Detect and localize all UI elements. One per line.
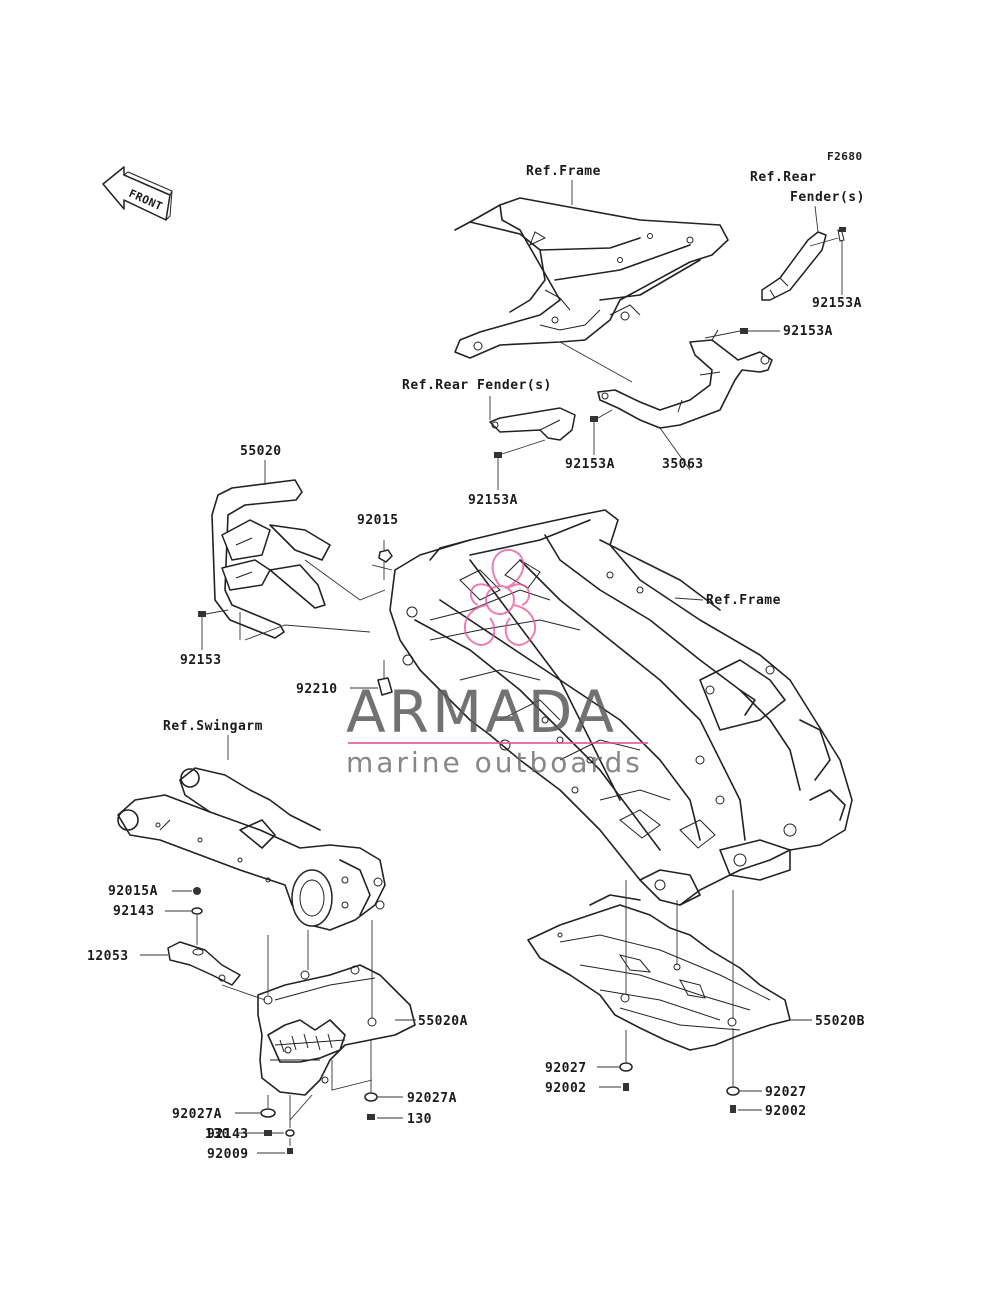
rear-fender-support-35063 (597, 329, 773, 429)
part-55020a: 55020A (418, 1014, 468, 1029)
part-92153: 92153 (180, 653, 222, 668)
washer-92027-left (597, 1030, 633, 1072)
washer-92143-upper (165, 907, 203, 945)
bolt-92153 (198, 609, 229, 650)
part-92143-2-visible: 92143 (207, 1127, 249, 1142)
ref-rear-fender-left-label: Ref.Rear Fender(s) (402, 378, 552, 393)
watermark-title: ARMADA (346, 678, 617, 746)
rear-subframe-upper (454, 197, 729, 359)
part-92027a-1: 92027A (172, 1107, 222, 1122)
armada-watermark-logo (463, 548, 537, 647)
part-92002-1: 92002 (545, 1081, 587, 1096)
part-92153a-4: 92153A (468, 493, 518, 508)
washer-92143-lower (258, 1094, 313, 1137)
bolt-92153a-center (590, 409, 613, 455)
ref-frame-main-label: Ref.Frame (706, 593, 781, 608)
part-55020: 55020 (240, 444, 282, 459)
part-92143-1: 92143 (113, 904, 155, 919)
skid-plate-55020a (257, 964, 416, 1096)
part-92027a-2: 92027A (407, 1091, 457, 1106)
part-92153a-1: 92153A (812, 296, 862, 311)
nut-92015a (172, 887, 201, 895)
ref-rear-fender-right-line1: Ref.Rear (750, 170, 817, 185)
main-frame (389, 509, 853, 906)
diagram-code: F2680 (827, 150, 863, 163)
washer-92027a-left (235, 1095, 276, 1118)
bolt-92153a-lower (494, 439, 546, 490)
part-92015: 92015 (357, 513, 399, 528)
part-92009: 92009 (207, 1147, 249, 1162)
part-92002-2: 92002 (765, 1104, 807, 1119)
watermark-underline (348, 742, 648, 744)
nut-92015 (378, 540, 393, 580)
screw-92009 (257, 1138, 293, 1154)
part-130-2: 130 (407, 1112, 432, 1127)
part-92027-1: 92027 (545, 1061, 587, 1076)
part-92153a-3: 92153A (565, 457, 615, 472)
bolt-130-right (367, 1114, 403, 1120)
bolt-92002-left (599, 1083, 629, 1091)
part-35063: 35063 (662, 457, 704, 472)
bolt-92002-right (730, 1105, 762, 1113)
watermark-subtitle: marine outboards (346, 746, 643, 779)
washer-92027a-right (364, 1040, 403, 1102)
rear-guard-55020 (211, 479, 331, 639)
part-130-1: 130 (205, 1127, 230, 1142)
part-92210: 92210 (296, 682, 338, 697)
skid-plate-55020b (527, 894, 791, 1051)
ref-swingarm-label: Ref.Swingarm (163, 719, 263, 734)
rear-fender-bracket-left (489, 407, 576, 441)
part-55020b: 55020B (815, 1014, 865, 1029)
washer-92027-right (726, 1028, 762, 1096)
ref-frame-top-label: Ref.Frame (526, 164, 601, 179)
front-direction-arrow-icon (102, 166, 173, 221)
ref-rear-fender-right-line2: Fender(s) (790, 190, 865, 205)
part-92027-2: 92027 (765, 1085, 807, 1100)
rear-fender-bracket-right (761, 231, 827, 301)
bolt-92153a-upper (809, 227, 846, 247)
part-92015a: 92015A (108, 884, 158, 899)
bracket-12053 (140, 941, 241, 986)
swingarm (117, 767, 386, 931)
bolt-92153a-middle (704, 328, 780, 339)
part-92153a-2: 92153A (783, 324, 833, 339)
collar-92210 (350, 660, 393, 696)
part-12053: 12053 (87, 949, 129, 964)
